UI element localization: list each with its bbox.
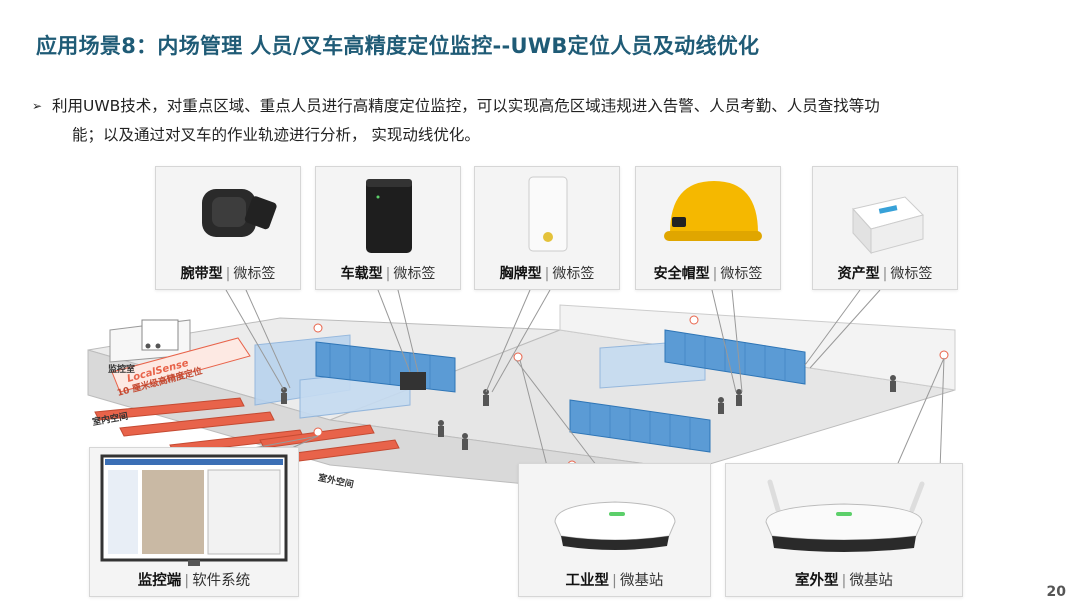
station-kind: 微基站 [849, 573, 893, 589]
shelf-dark-2 [664, 329, 806, 385]
monitor-card: 监控端|软件系统 [89, 447, 299, 597]
station-type: 室外型 [795, 573, 839, 589]
tag-kind: 微标签 [720, 266, 763, 282]
monitor-icon [100, 454, 288, 566]
tag-type: 车载型 [340, 266, 383, 282]
wristband-icon [202, 189, 277, 237]
workers [145, 343, 896, 450]
page-title: 应用场景8：内场管理 人员/叉车高精度定位监控--UWB定位人员及动线优化 [36, 34, 760, 58]
tag-card-wristband: 腕带型|微标签 [155, 166, 301, 290]
station-type: 工业型 [565, 573, 610, 589]
outdoor-station-icon [765, 479, 925, 552]
forklift [400, 372, 426, 390]
bullet-line-1: 利用UWB技术，对重点区域、重点人员进行高精度定位监控，可以实现高危区域违规进入… [52, 97, 880, 115]
vehicle-tag-icon [366, 179, 412, 253]
shelf-dark-3 [569, 399, 711, 453]
monitor-type: 监控端 [137, 573, 182, 589]
badge-tag-icon [528, 176, 568, 252]
station-kind: 微基站 [619, 573, 664, 589]
station-card-outdoor: 室外型|微基站 [725, 463, 963, 597]
bullet-line-2: 能；以及通过对叉车的作业轨迹进行分析， 实现动线优化。 [72, 126, 480, 144]
tag-kind: 微标签 [233, 266, 276, 282]
industrial-station-icon [554, 501, 676, 550]
tag-type: 安全帽型 [653, 266, 710, 282]
tag-card-asset: 资产型|微标签 [812, 166, 958, 290]
tag-kind: 微标签 [890, 266, 933, 282]
bullet-arrow-icon: ➢ [32, 99, 43, 113]
tag-type: 胸牌型 [499, 266, 542, 282]
callout-lines [199, 289, 945, 471]
tag-type: 腕带型 [180, 266, 223, 282]
asset-tag-icon [852, 196, 924, 255]
tag-kind: 微标签 [552, 266, 595, 282]
tag-type: 资产型 [837, 266, 880, 282]
helmet-icon [664, 181, 762, 241]
station-card-industrial: 工业型|微基站 [518, 463, 711, 597]
page-number: 20 [1046, 584, 1066, 600]
tag-card-helmet: 安全帽型|微标签 [635, 166, 781, 290]
tag-card-vehicle: 车载型|微标签 [315, 166, 461, 290]
tag-card-badge: 胸牌型|微标签 [474, 166, 620, 290]
bullet-paragraph: ➢ 利用UWB技术，对重点区域、重点人员进行高精度定位监控，可以实现高危区域违规… [32, 92, 1042, 150]
tag-kind: 微标签 [393, 266, 436, 282]
localsense-banner [111, 337, 251, 393]
zone-monitor-room: 监控室 [108, 365, 136, 375]
monitor-kind: 软件系统 [192, 573, 251, 589]
